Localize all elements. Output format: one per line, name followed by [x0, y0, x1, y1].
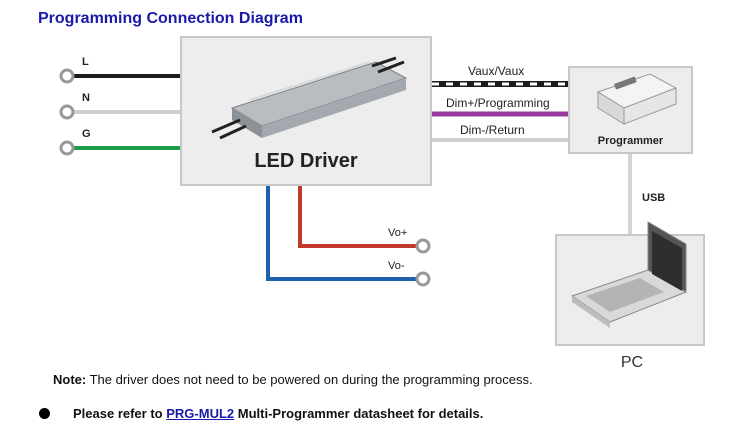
bullet-icon: [39, 408, 50, 419]
g-terminal: [61, 142, 73, 154]
led-driver-label: LED Driver: [180, 150, 432, 173]
vo-plus-label: Vo+: [388, 227, 407, 239]
laptop-image: [572, 222, 686, 328]
refer-prefix: Please refer to: [73, 406, 163, 421]
vaux-label: Vaux/Vaux: [468, 64, 524, 78]
dim-plus-label: Dim+/Programming: [446, 96, 550, 110]
vo-plus-terminal: [417, 240, 429, 252]
refer-suffix: Multi-Programmer datasheet for details.: [238, 406, 484, 421]
vo-minus-label: Vo-: [388, 260, 405, 272]
driver-housing-image: [212, 58, 406, 138]
usb-label: USB: [642, 192, 665, 204]
programmer-label: Programmer: [568, 135, 693, 147]
n-label: N: [82, 92, 90, 104]
dim-minus-label: Dim-/Return: [460, 123, 525, 137]
prg-mul2-link[interactable]: PRG-MUL2: [166, 406, 234, 421]
note-prefix: Note:: [53, 372, 86, 387]
note-body: The driver does not need to be powered o…: [90, 372, 533, 387]
vo-minus-terminal: [417, 273, 429, 285]
refer-text: Please refer to PRG-MUL2 Multi-Programme…: [73, 406, 483, 421]
g-label: G: [82, 128, 91, 140]
programmer-device-image: [598, 74, 676, 124]
l-label: L: [82, 56, 89, 68]
n-terminal: [61, 106, 73, 118]
l-terminal: [61, 70, 73, 82]
pc-label: PC: [605, 354, 659, 372]
note-text: Note: The driver does not need to be pow…: [53, 372, 533, 387]
